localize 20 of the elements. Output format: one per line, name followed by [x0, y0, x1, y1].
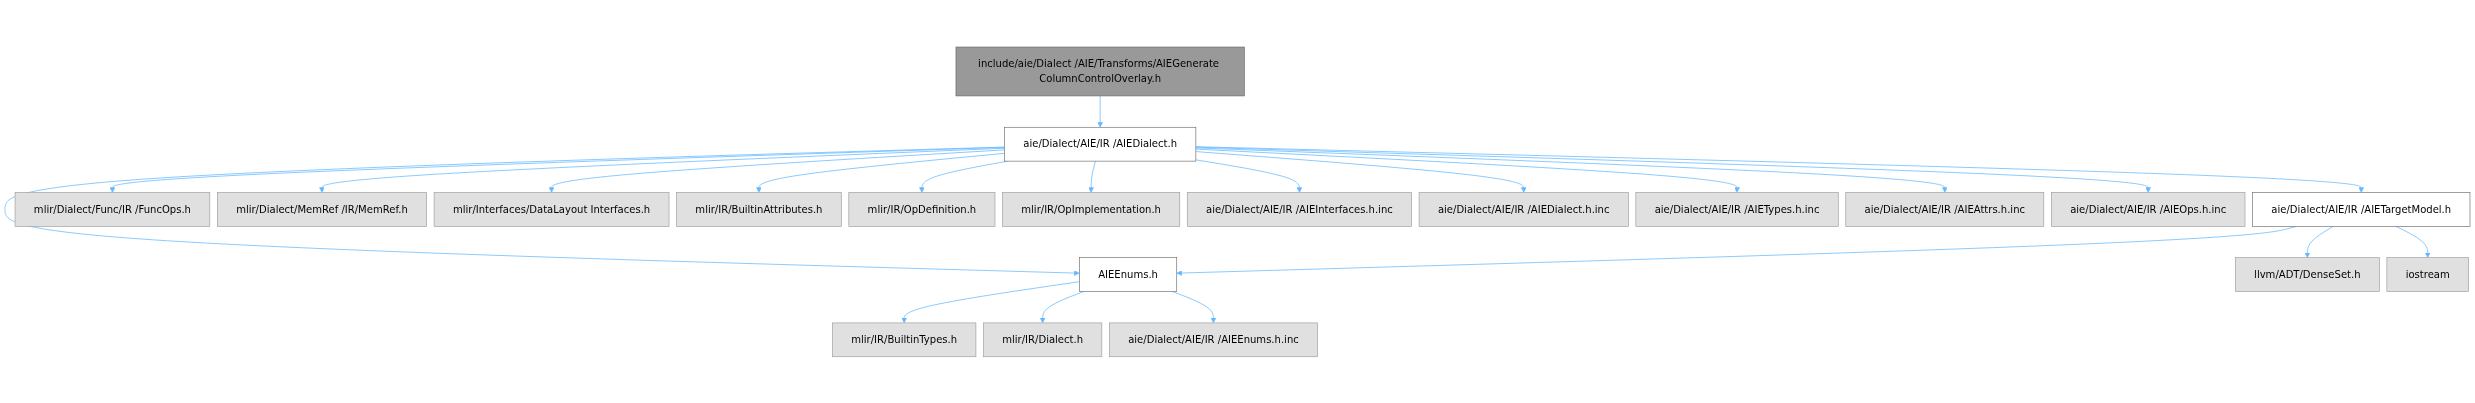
- node-box: aie/Dialect/AIE/IR /AIEInterfaces.h.inc: [1186, 191, 1412, 227]
- node-box: include/aie/Dialect /AIE/Transforms/AIEGenerate ColumnControlOverlay.h: [955, 46, 1245, 96]
- node-box: mlir/IR/OpDefinition.h: [848, 191, 996, 227]
- node-box: aie/Dialect/AIE/IR /AIEOps.h.inc: [2051, 191, 2246, 227]
- node-box: aie/Dialect/AIE/IR /AIEAttrs.h.inc: [1845, 191, 2045, 227]
- node-box: mlir/IR/BuiltinAttributes.h: [676, 191, 842, 227]
- node-box: aie/Dialect/AIE/IR /AIEDialect.h: [1004, 126, 1197, 162]
- node-box: mlir/IR/BuiltinTypes.h: [832, 322, 977, 357]
- node-box: aie/Dialect/AIE/IR /AIEDialect.h.inc: [1418, 191, 1629, 227]
- node-box: llvm/ADT/DenseSet.h: [2234, 256, 2380, 292]
- node-box: mlir/IR/OpImplementation.h: [1002, 191, 1181, 227]
- node-box: AIEEnums.h: [1079, 256, 1178, 292]
- node-box: iostream: [2386, 256, 2469, 292]
- node-box: aie/Dialect/AIE/IR /AIEEnums.h.inc: [1109, 322, 1318, 357]
- node-box: mlir/Dialect/MemRef /IR/MemRef.h: [217, 191, 427, 227]
- node-box: mlir/Interfaces/DataLayout Interfaces.h: [433, 191, 670, 227]
- node-box: aie/Dialect/AIE/IR /AIETargetModel.h: [2252, 191, 2471, 227]
- node-box: aie/Dialect/AIE/IR /AIETypes.h.inc: [1635, 191, 1839, 227]
- node-box: mlir/IR/Dialect.h: [983, 322, 1103, 357]
- node-box: mlir/Dialect/Func/IR /FuncOps.h: [14, 191, 211, 227]
